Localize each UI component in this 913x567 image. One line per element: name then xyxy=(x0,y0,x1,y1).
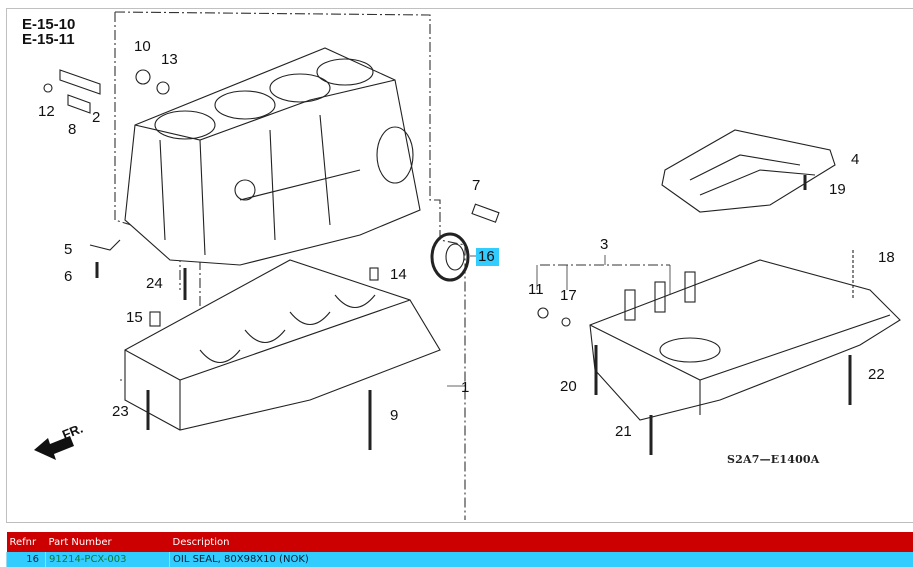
callout-4[interactable]: 4 xyxy=(851,151,860,168)
col-refnr: Refnr xyxy=(6,532,46,552)
oil-pan xyxy=(537,250,901,455)
callout-23[interactable]: 23 xyxy=(112,403,129,420)
callout-13[interactable]: 13 xyxy=(161,51,178,68)
engine-block-diagram xyxy=(34,11,901,520)
cylinder-block xyxy=(124,47,421,266)
callout-15[interactable]: 15 xyxy=(126,309,143,326)
row-refnr[interactable]: 16 xyxy=(6,552,46,567)
lower-block xyxy=(124,259,441,431)
row-part-number[interactable]: 91214-PCX-003 xyxy=(45,552,170,567)
ref-header-2[interactable]: E-15-11 xyxy=(22,31,75,48)
callout-6[interactable]: 6 xyxy=(64,268,73,285)
col-description: Description xyxy=(169,532,913,552)
row-description[interactable]: OIL SEAL, 80X98X10 (NOK) xyxy=(169,552,913,567)
callout-22[interactable]: 22 xyxy=(868,366,885,383)
leader-lines xyxy=(447,255,671,387)
callout-11[interactable]: 11 xyxy=(528,281,544,298)
callout-8[interactable]: 8 xyxy=(68,121,77,138)
diagram-code: S2A7—E1400A xyxy=(727,453,820,466)
callout-21[interactable]: 21 xyxy=(615,423,632,440)
callout-24[interactable]: 24 xyxy=(146,275,163,292)
callout-20[interactable]: 20 xyxy=(560,378,577,395)
callout-12[interactable]: 12 xyxy=(38,103,55,120)
callout-1[interactable]: 1 xyxy=(461,379,470,396)
table-row[interactable]: 16 91214-PCX-003 OIL SEAL, 80X98X10 (NOK… xyxy=(6,552,913,567)
callout-17[interactable]: 17 xyxy=(560,287,577,304)
callout-5[interactable]: 5 xyxy=(64,241,73,258)
callout-10[interactable]: 10 xyxy=(134,38,151,55)
callout-3[interactable]: 3 xyxy=(600,236,609,253)
parts-table-header: Refnr Part Number Description xyxy=(6,532,913,552)
callout-14[interactable]: 14 xyxy=(390,266,407,283)
callout-16-highlighted[interactable]: 16 xyxy=(476,248,499,266)
callout-7[interactable]: 7 xyxy=(472,177,481,194)
front-arrow-icon xyxy=(34,436,74,460)
callout-19[interactable]: 19 xyxy=(829,181,846,198)
ref-header-1[interactable]: E-15-10 xyxy=(22,16,76,33)
small-parts xyxy=(43,69,500,450)
baffle-plate xyxy=(661,129,836,213)
parts-table: Refnr Part Number Description 16 91214-P… xyxy=(6,532,913,567)
callout-9[interactable]: 9 xyxy=(390,407,399,424)
callout-2[interactable]: 2 xyxy=(92,109,101,126)
callout-18[interactable]: 18 xyxy=(878,249,895,266)
col-part-number: Part Number xyxy=(45,532,170,552)
